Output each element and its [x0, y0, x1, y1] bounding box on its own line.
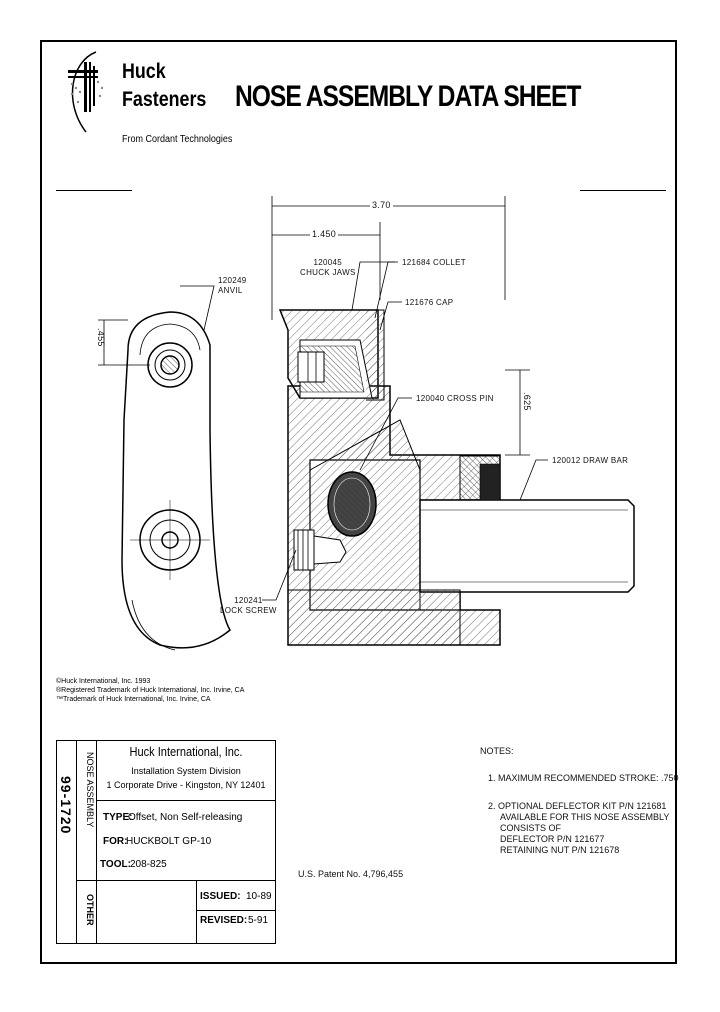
tb-issued-value: 10-89 — [246, 891, 272, 902]
title-block-rule — [76, 880, 276, 881]
note-2: 2. OPTIONAL DEFLECTOR KIT P/N 121681 AVA… — [488, 801, 669, 856]
logo-line1: Huck — [122, 60, 166, 83]
tb-revised-value: 5-91 — [248, 915, 269, 926]
callout-draw-bar: 120012 DRAW BAR — [552, 456, 629, 465]
tb-revised-label: REVISED: — [200, 915, 248, 926]
logo-line2: Fasteners — [122, 88, 207, 111]
nose-cross-section — [278, 309, 635, 646]
divider-right — [580, 190, 666, 191]
note-2-line: DEFLECTOR P/N 121677 — [500, 834, 605, 844]
anvil-side-view — [121, 311, 231, 651]
title-block-col2 — [96, 740, 97, 944]
dim-partial: 1.450 — [310, 229, 339, 239]
callout-chuck-jaws: 120045 CHUCK JAWS — [300, 258, 356, 277]
trademark-line: ©Huck International, Inc. 1993 — [56, 678, 151, 685]
note-1: 1. MAXIMUM RECOMMENDED STROKE: .750 — [488, 773, 679, 783]
sheet-frame — [40, 40, 677, 964]
divider-left — [56, 190, 132, 191]
tb-type-value: Offset, Non Self-releasing — [128, 812, 243, 823]
dim-right-height: .625 — [522, 392, 532, 411]
tb-for-label: FOR: — [103, 836, 128, 847]
page-title: NOSE ASSEMBLY DATA SHEET — [235, 80, 581, 113]
title-block-col1 — [76, 740, 77, 944]
dim-overall: 3.70 — [370, 200, 393, 210]
note-2-line: RETAINING NUT P/N 121678 — [500, 845, 620, 855]
notes-heading: NOTES: — [480, 746, 514, 756]
title-block-rule — [96, 800, 276, 801]
tb-division: Installation System Division — [131, 766, 241, 776]
title-block-rule — [196, 880, 197, 944]
tb-for-value: HUCKBOLT GP-10 — [126, 836, 212, 847]
note-2-line: 2. OPTIONAL DEFLECTOR KIT P/N 121681 — [488, 801, 667, 811]
tb-address: 1 Corporate Drive - Kingston, NY 12401 — [106, 780, 266, 790]
trademark-line: ®Registered Trademark of Huck Internatio… — [56, 687, 245, 694]
doc-other: OTHER — [85, 894, 95, 926]
callout-cross-pin: 120040 CROSS PIN — [416, 394, 494, 403]
doc-category: NOSE ASSEMBLY — [85, 752, 95, 828]
patent-number: U.S. Patent No. 4,796,455 — [298, 869, 404, 879]
tb-tool-value: 208-825 — [130, 859, 167, 870]
callout-cap: 121676 CAP — [405, 298, 454, 307]
tb-company: Huck International, Inc. — [129, 744, 243, 759]
doc-number: 99-1720 — [58, 776, 74, 835]
tb-type-label: TYPE: — [103, 812, 133, 823]
callout-anvil: 120249 ANVIL — [218, 276, 247, 295]
callout-lock-screw: 120241 LOCK SCREW — [220, 596, 277, 615]
note-2-line: AVAILABLE FOR THIS NOSE ASSEMBLY — [500, 812, 670, 822]
trademark-line: ™Trademark of Huck International, Inc. I… — [56, 696, 211, 703]
dim-side-height: .455 — [96, 328, 106, 347]
huck-logo-icon — [68, 51, 104, 133]
callout-collet: 121684 COLLET — [402, 258, 466, 267]
note-2-line: CONSISTS OF — [500, 823, 562, 833]
tb-issued-label: ISSUED: — [200, 891, 241, 902]
nose-assembly-drawing — [98, 196, 635, 651]
title-block-rule — [196, 910, 276, 911]
trademark-notes: ©Huck International, Inc. 1993 ®Register… — [56, 677, 244, 704]
logo-tagline: From Cordant Technologies — [122, 134, 233, 145]
title-block — [56, 740, 276, 944]
tb-tool-label: TOOL: — [100, 859, 131, 870]
